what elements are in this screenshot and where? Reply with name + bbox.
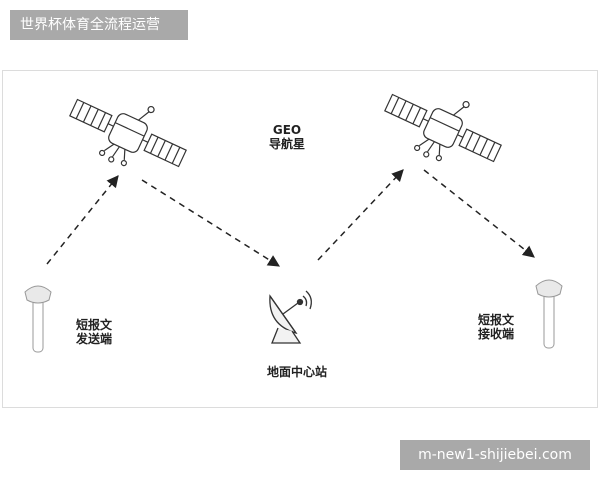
ground-station-dish-icon	[269, 290, 312, 344]
geo-satellite-label: GEO 导航星	[262, 123, 312, 151]
receiver-label: 短报文 接收端	[468, 313, 524, 341]
sender-label-line2: 发送端	[75, 332, 112, 346]
sender-label-line1: 短报文	[75, 318, 112, 332]
sender-terminal-icon	[24, 285, 52, 353]
receiver-label-line2: 接收端	[477, 327, 514, 341]
footer-watermark: m-new1-shijiebei.com	[400, 440, 590, 470]
satellite-right-icon	[384, 93, 502, 163]
arrow-satellite-to-receiver	[423, 169, 535, 258]
ground-station-text: 地面中心站	[266, 365, 327, 379]
geo-label-line2: 导航星	[268, 137, 305, 151]
header-badge: 世界杯体育全流程运营	[10, 10, 188, 40]
arrow-satellite-to-station	[141, 179, 281, 267]
receiver-label-line1: 短报文	[477, 313, 514, 327]
arrow-sender-to-satellite	[46, 175, 119, 265]
receiver-terminal-icon	[535, 279, 563, 349]
sender-label: 短报文 发送端	[66, 318, 122, 346]
arrow-station-to-satellite	[317, 169, 404, 261]
geo-label-line1: GEO	[272, 123, 302, 137]
ground-station-label: 地面中心站	[252, 365, 342, 379]
satellite-left-icon	[69, 98, 187, 168]
